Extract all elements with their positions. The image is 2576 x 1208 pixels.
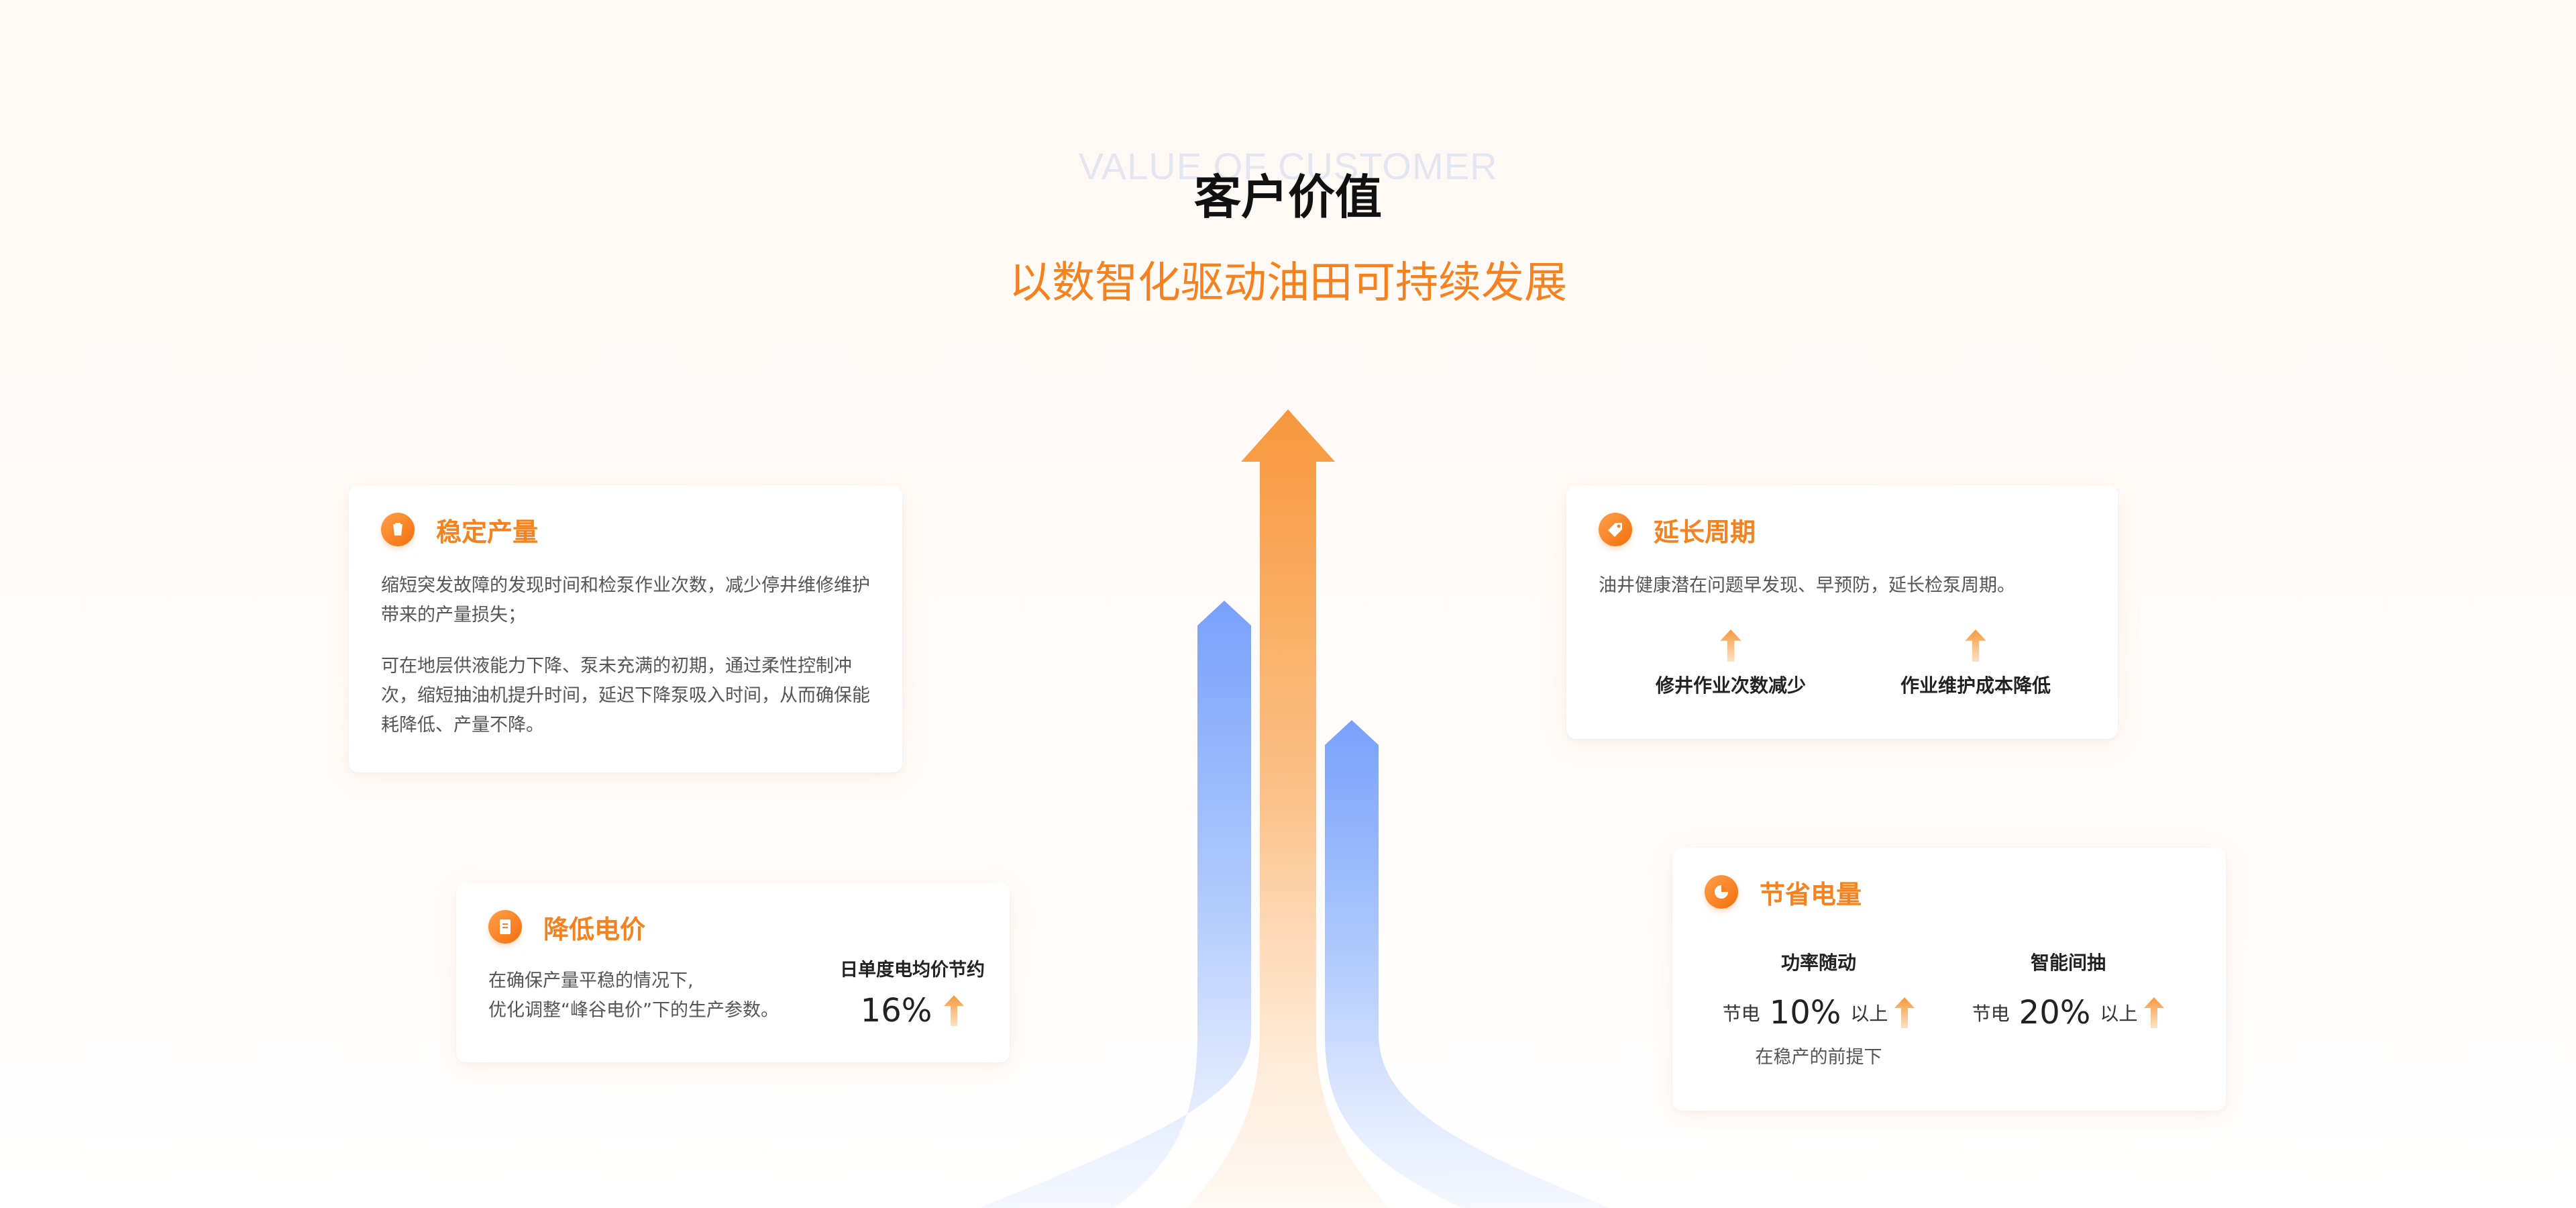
benefit-item: 作业维护成本降低 — [1875, 630, 2076, 698]
power-prefix: 节电 — [1722, 1003, 1760, 1025]
up-arrow-icon — [1965, 630, 1986, 662]
up-arrow-icon — [2144, 997, 2165, 1028]
card-title: 节省电量 — [1760, 879, 1862, 909]
center-orange-arrow — [1187, 409, 1389, 1208]
document-icon — [488, 910, 522, 944]
page-subtitle: 以数智化驱动油田可持续发展 — [1009, 258, 1567, 308]
power-value: 20% — [2019, 994, 2091, 1031]
up-arrow-icon — [944, 995, 965, 1026]
power-suffix: 以上 — [1850, 1003, 1888, 1025]
tag-icon — [1599, 513, 1632, 546]
card-paragraph: 缩短突发故障的发现时间和检泵作业次数，减少停井维修维护带来的产量损失； — [381, 575, 870, 625]
power-note: 在稳产的前提下 — [1755, 1047, 1882, 1068]
up-arrow-icon — [1894, 997, 1915, 1028]
header-watermark: VALUE OF CUSTOMER — [1078, 145, 1498, 187]
price-stat: 日单度电均价节约 16% — [832, 955, 993, 1029]
card-line: 在确保产量平稳的情况下, — [488, 970, 694, 991]
card-description: 油井健康潜在问题早发现、早预防，延长检泵周期。 — [1599, 575, 2015, 596]
left-blue-arrow — [979, 601, 1251, 1208]
oil-drop-icon — [381, 513, 415, 546]
card-title: 延长周期 — [1654, 517, 1756, 547]
right-blue-arrow — [1325, 720, 1610, 1208]
stat-value: 16% — [860, 992, 932, 1029]
power-label: 功率随动 — [1780, 952, 1856, 974]
power-label: 智能间抽 — [2030, 952, 2106, 974]
power-value: 10% — [1769, 994, 1841, 1031]
power-column: 智能间抽 节电 20% 以上 — [1957, 948, 2179, 1031]
power-column: 功率随动 节电 10% 以上 在稳产的前提下 — [1708, 948, 1929, 1068]
card-paragraph: 可在地层供液能力下降、泵未充满的初期，通过柔性控制冲次，缩短抽油机提升时间，延迟… — [381, 656, 870, 736]
benefit-label: 修井作业次数减少 — [1655, 674, 1806, 697]
lower-price-card: 降低电价 在确保产量平稳的情况下, 优化调整“峰谷电价”下的生产参数。 日单度电… — [456, 883, 1010, 1062]
stable-output-card: 稳定产量 缩短突发故障的发现时间和检泵作业次数，减少停井维修维护带来的产量损失；… — [349, 485, 902, 772]
card-line: 优化调整“峰谷电价”下的生产参数。 — [488, 1000, 779, 1021]
up-arrow-icon — [1720, 630, 1741, 662]
power-suffix: 以上 — [2100, 1003, 2138, 1025]
stat-label: 日单度电均价节约 — [840, 960, 985, 980]
benefit-label: 作业维护成本降低 — [1900, 674, 2051, 697]
page-title: 客户价值 — [1194, 170, 1382, 225]
save-power-card: 节省电量 功率随动 节电 10% 以上 在稳产的前提下 智能间抽 节电 20% … — [1672, 848, 2226, 1111]
power-prefix: 节电 — [1972, 1003, 2010, 1025]
card-title: 降低电价 — [543, 914, 646, 944]
extend-cycle-card: 延长周期 油井健康潜在问题早发现、早预防，延长检泵周期。 修井作业次数减少 作业… — [1566, 485, 2118, 739]
pie-chart-icon — [1705, 875, 1738, 909]
benefit-item: 修井作业次数减少 — [1630, 630, 1831, 698]
card-title: 稳定产量 — [436, 517, 539, 547]
